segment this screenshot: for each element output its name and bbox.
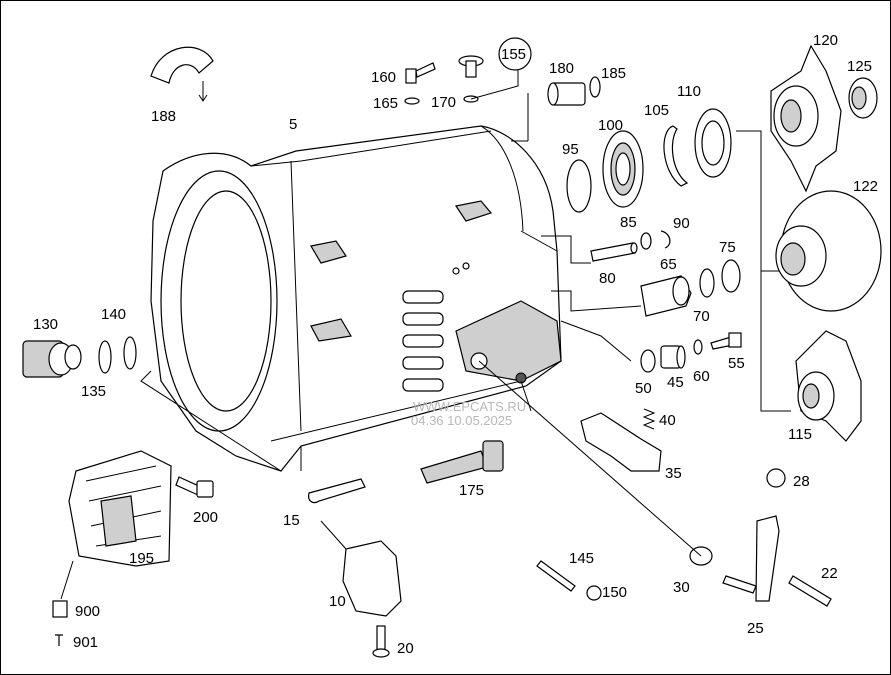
- label-105: 105: [644, 102, 669, 119]
- part-25-selector-shaft[interactable]: [722, 515, 780, 602]
- part-55-bolt[interactable]: [710, 332, 742, 350]
- part-180-shaft-plug[interactable]: [547, 82, 586, 106]
- label-200: 200: [193, 509, 218, 526]
- part-120-flange[interactable]: [770, 44, 842, 193]
- part-115-flange[interactable]: [795, 330, 862, 442]
- label-130: 130: [33, 316, 58, 333]
- label-110: 110: [677, 83, 701, 100]
- part-75-circlip[interactable]: [721, 259, 741, 293]
- part-140-ring[interactable]: [123, 336, 137, 370]
- label-180: 180: [549, 60, 574, 77]
- part-130-sensor[interactable]: [22, 340, 82, 378]
- label-10: 10: [329, 593, 346, 610]
- label-65: 65: [660, 256, 677, 273]
- part-185-o-ring[interactable]: [589, 76, 601, 98]
- part-155-plug[interactable]: [458, 55, 484, 78]
- part-200-bolt[interactable]: [175, 476, 214, 498]
- callout-155-circle: [498, 37, 532, 71]
- part-901-pin[interactable]: [55, 634, 63, 646]
- label-22: 22: [821, 565, 838, 582]
- label-145: 145: [569, 550, 594, 567]
- part-100-bearing[interactable]: [602, 130, 644, 208]
- part-50-seal[interactable]: [640, 349, 656, 373]
- label-30: 30: [673, 579, 690, 596]
- callout-labels: 5 188 160 165 155 170 180 185 120 125 11…: [33, 32, 878, 657]
- part-195-valve-body[interactable]: [68, 450, 172, 567]
- part-122-hub[interactable]: [775, 190, 882, 312]
- watermark: WWW.EPCATS.RU 04.36 10.05.2025: [411, 399, 526, 428]
- part-125-collar[interactable]: [848, 77, 878, 119]
- watermark-timestamp: 04.36 10.05.2025: [411, 413, 512, 428]
- part-160-bolt[interactable]: [405, 62, 436, 84]
- label-901: 901: [73, 634, 98, 651]
- part-60-washer[interactable]: [693, 339, 703, 355]
- housing-vent-slots: [402, 290, 444, 392]
- label-188: 188: [151, 108, 176, 125]
- part-15-tube[interactable]: [308, 478, 366, 504]
- part-110-seal[interactable]: [694, 108, 732, 178]
- label-45: 45: [667, 374, 684, 391]
- label-165: 165: [373, 95, 398, 112]
- part-20-bolt[interactable]: [372, 625, 390, 658]
- label-135: 135: [81, 383, 106, 400]
- label-100: 100: [598, 117, 623, 134]
- label-35: 35: [665, 465, 682, 482]
- part-5-transmission-housing[interactable]: [140, 125, 562, 472]
- label-900: 900: [75, 603, 100, 620]
- part-150-ring[interactable]: [586, 585, 602, 601]
- label-95: 95: [562, 141, 579, 158]
- label-15: 15: [283, 512, 300, 529]
- label-20: 20: [397, 640, 414, 657]
- part-135-ring[interactable]: [98, 340, 112, 374]
- label-90: 90: [673, 215, 690, 232]
- label-160: 160: [371, 69, 396, 86]
- leader-lines: [60, 70, 791, 600]
- part-10-bracket[interactable]: [342, 540, 402, 617]
- label-70: 70: [693, 308, 710, 325]
- label-50: 50: [635, 380, 652, 397]
- part-35-lever[interactable]: [580, 412, 662, 472]
- label-55: 55: [728, 355, 745, 372]
- part-40-spring[interactable]: [642, 408, 656, 430]
- watermark-site: WWW.EPCATS.RU: [413, 399, 526, 414]
- part-90-clip[interactable]: [660, 230, 671, 249]
- label-40: 40: [659, 412, 676, 429]
- label-85: 85: [620, 214, 637, 231]
- label-150: 150: [602, 584, 627, 601]
- label-80: 80: [599, 270, 616, 287]
- part-165-washer[interactable]: [404, 97, 420, 105]
- part-45-plug[interactable]: [660, 345, 686, 369]
- part-22-pin[interactable]: [788, 575, 832, 607]
- part-188-elbow-hose[interactable]: [150, 46, 214, 102]
- label-195: 195: [129, 550, 154, 567]
- label-60: 60: [693, 368, 710, 385]
- label-122: 122: [853, 178, 878, 195]
- label-28: 28: [793, 473, 810, 490]
- part-28-nut[interactable]: [766, 468, 786, 488]
- label-120: 120: [813, 32, 838, 49]
- label-185: 185: [601, 65, 626, 82]
- part-105-circlip[interactable]: [663, 125, 689, 187]
- part-95-ring[interactable]: [566, 159, 592, 213]
- part-65-selector[interactable]: [640, 275, 692, 317]
- label-125: 125: [847, 58, 872, 75]
- part-80-pin[interactable]: [590, 242, 638, 262]
- label-75: 75: [719, 239, 736, 256]
- part-900-plug[interactable]: [52, 600, 68, 618]
- label-25: 25: [747, 620, 764, 637]
- label-170: 170: [431, 94, 456, 111]
- part-85-ring[interactable]: [640, 232, 652, 250]
- part-70-ring[interactable]: [699, 268, 715, 298]
- part-145-pin[interactable]: [536, 560, 576, 592]
- label-175: 175: [459, 482, 484, 499]
- part-175-connector[interactable]: [420, 440, 504, 484]
- label-115: 115: [788, 426, 812, 443]
- label-140: 140: [101, 306, 126, 323]
- label-155: 155: [501, 46, 526, 63]
- label-5: 5: [289, 116, 297, 133]
